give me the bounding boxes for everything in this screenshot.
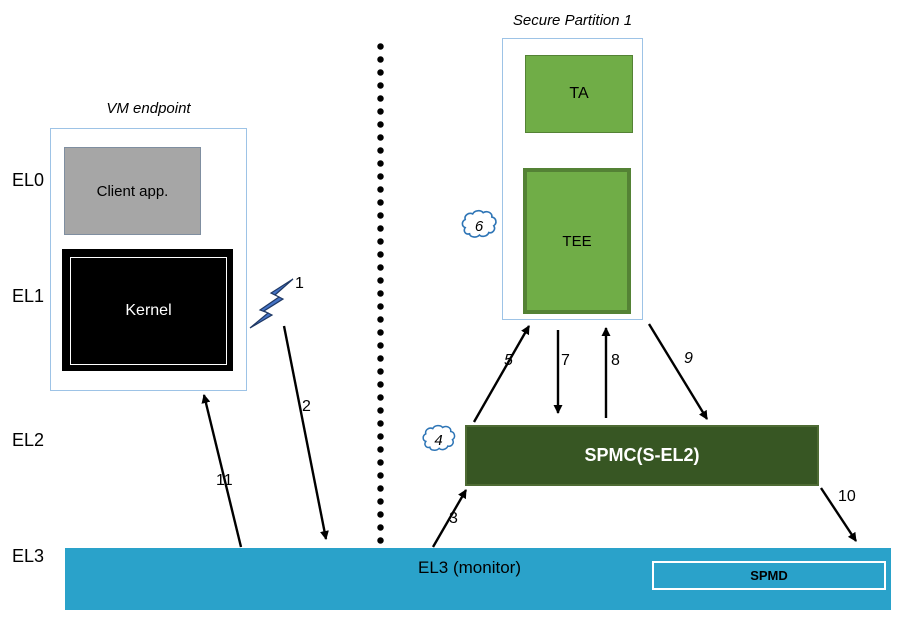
tee-box: TEE bbox=[523, 168, 631, 314]
spmc-label: SPMC(S-EL2) bbox=[584, 445, 700, 465]
flow-label-11: 11 bbox=[216, 472, 233, 489]
spmd-box: SPMD bbox=[652, 561, 886, 590]
el3-monitor-bar bbox=[65, 548, 891, 610]
kernel-label: Kernel bbox=[125, 302, 172, 319]
client-app-box: Client app. bbox=[64, 147, 201, 235]
ta-box: TA bbox=[525, 55, 633, 133]
kernel-box: Kernel bbox=[62, 249, 233, 371]
secure-world-boundary-dotted-line bbox=[377, 40, 384, 548]
spmd-label: SPMD bbox=[750, 568, 788, 583]
vm-endpoint-title: VM endpoint bbox=[106, 100, 191, 117]
cloud-label-4: 4 bbox=[434, 432, 443, 449]
kernel-inner-frame: Kernel bbox=[70, 257, 227, 365]
el3-monitor-label: EL3 (monitor) bbox=[418, 558, 521, 577]
flow-label-7: 7 bbox=[561, 352, 570, 369]
lightning-bolt-icon bbox=[249, 278, 294, 329]
flow-label-10: 10 bbox=[838, 488, 856, 505]
el3-level-label: EL3 bbox=[12, 546, 45, 566]
flow-label-2: 2 bbox=[302, 398, 311, 415]
tee-label: TEE bbox=[562, 232, 592, 250]
arrow-step-5 bbox=[472, 325, 531, 423]
secure-partition-title: Secure Partition 1 bbox=[512, 12, 633, 29]
arrow-step-2 bbox=[282, 325, 329, 540]
el2-level-label: EL2 bbox=[12, 430, 45, 450]
flow-label-3: 3 bbox=[449, 510, 458, 527]
spmc-box: SPMC(S-EL2) bbox=[465, 425, 819, 486]
arrow-step-11 bbox=[201, 394, 243, 548]
el1-level-label: EL1 bbox=[12, 286, 45, 306]
arrow-step-9 bbox=[647, 323, 709, 420]
client-app-label: Client app. bbox=[96, 182, 169, 200]
flow-label-5: 5 bbox=[504, 352, 513, 369]
flow-label-9: 9 bbox=[684, 350, 693, 367]
el0-level-label: EL0 bbox=[12, 170, 45, 190]
flow-label-8: 8 bbox=[611, 352, 620, 369]
cloud-label-6: 6 bbox=[474, 218, 484, 235]
flow-label-1: 1 bbox=[295, 275, 304, 292]
ta-label: TA bbox=[569, 85, 589, 102]
